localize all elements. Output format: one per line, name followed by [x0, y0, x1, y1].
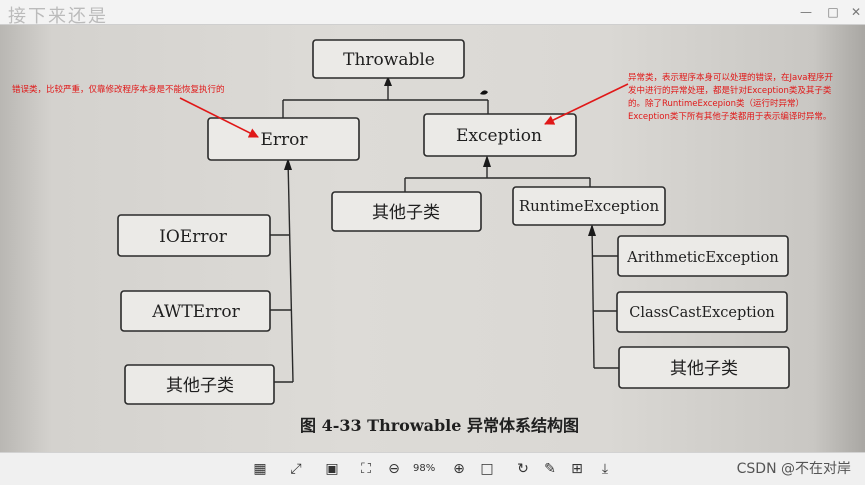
node-exception-label: Exception: [456, 126, 542, 146]
error-annotation-arrow: [179, 97, 259, 138]
node-classcast-label: ClassCastException: [629, 305, 775, 321]
exception-annotation-line-1: 异常类，表示程序本身可以处理的错误，在Java程序开: [628, 72, 833, 83]
layout-icon[interactable]: ▦: [253, 461, 267, 477]
exception-annotation-line-2: 发中进行的异常处理，都是针对Exception类及其子类: [628, 85, 832, 96]
throwable-hierarchy-diagram: Throwable Error Exception 其他子类 RuntimeEx…: [12, 39, 833, 435]
node-throwable-label: Throwable: [343, 50, 435, 70]
error-annotation: 错误类，比较严重，仅靠修改程序本身是不能恢复执行的: [12, 84, 225, 95]
minimize-icon[interactable]: —: [800, 5, 812, 19]
node-arithmetic-label: ArithmeticException: [626, 250, 778, 266]
node-arithmetic-exception: ArithmeticException: [617, 235, 789, 277]
node-runtime-label: RuntimeException: [519, 197, 660, 215]
cropped-heading-text: 接下来还是: [8, 6, 108, 27]
zoom-in-icon[interactable]: ⊕: [453, 461, 465, 477]
node-runtime-other-subclass: 其他子类: [618, 346, 790, 389]
fullscreen-icon[interactable]: ⛶: [361, 461, 371, 477]
node-error-label: Error: [260, 130, 308, 150]
exception-annotation-arrow: [544, 83, 629, 125]
edit-icon[interactable]: ✎: [544, 461, 556, 477]
node-exception-other-label: 其他子类: [372, 203, 440, 223]
figure-caption: 图 4-33 Throwable 异常体系结构图: [300, 416, 579, 435]
node-error: Error: [207, 117, 360, 161]
csdn-watermark: CSDN @不在对岸: [736, 461, 851, 477]
crop-icon[interactable]: ⊞: [571, 461, 583, 477]
zoom-out-icon[interactable]: ⊖: [388, 461, 400, 477]
node-ioerror-label: IOError: [159, 227, 228, 247]
node-error-other-label: 其他子类: [166, 376, 234, 396]
node-error-other-subclass: 其他子类: [124, 364, 275, 405]
exception-annotation-line-4: Exception类下所有其他子类都用于表示编译时异常。: [628, 111, 831, 122]
image-viewer: 接下来还是 — □ ✕: [0, 0, 865, 452]
window-title-bar: 接下来还是 — □ ✕: [0, 0, 865, 27]
node-classcast-exception: ClassCastException: [616, 291, 788, 333]
node-awterror: AWTError: [120, 290, 271, 332]
ink-mark: [480, 90, 488, 95]
node-exception-other-subclass: 其他子类: [331, 191, 482, 232]
one-to-one-icon[interactable]: □: [480, 461, 494, 477]
node-runtime-exception: RuntimeException: [512, 186, 666, 226]
close-icon[interactable]: ✕: [850, 5, 862, 19]
node-ioerror: IOError: [117, 214, 271, 257]
maximize-icon[interactable]: □: [827, 5, 839, 19]
inheritance-arrowheads: [284, 76, 596, 236]
node-exception: Exception: [423, 113, 577, 157]
rotate-icon[interactable]: ↻: [517, 461, 529, 477]
fit-icon[interactable]: ⤢: [290, 461, 302, 477]
node-throwable: Throwable: [312, 39, 465, 79]
zoom-level: 98%: [413, 463, 436, 474]
viewer-toolbar: ▦ ⤢ ▣ ⛶ ⊖ 98% ⊕ □ ↻ ✎ ⊞ ⤓ CSDN @不在对岸: [0, 452, 865, 485]
exception-annotation-line-3: 的。除了RuntimeExcepion类（运行时异常）: [628, 98, 804, 109]
node-runtime-other-label: 其他子类: [670, 359, 738, 379]
node-awterror-label: AWTError: [151, 302, 240, 322]
exception-annotation: 异常类，表示程序本身可以处理的错误，在Java程序开 发中进行的异常处理，都是针…: [628, 72, 833, 122]
actual-size-icon[interactable]: ▣: [325, 461, 339, 477]
download-icon[interactable]: ⤓: [601, 461, 609, 477]
